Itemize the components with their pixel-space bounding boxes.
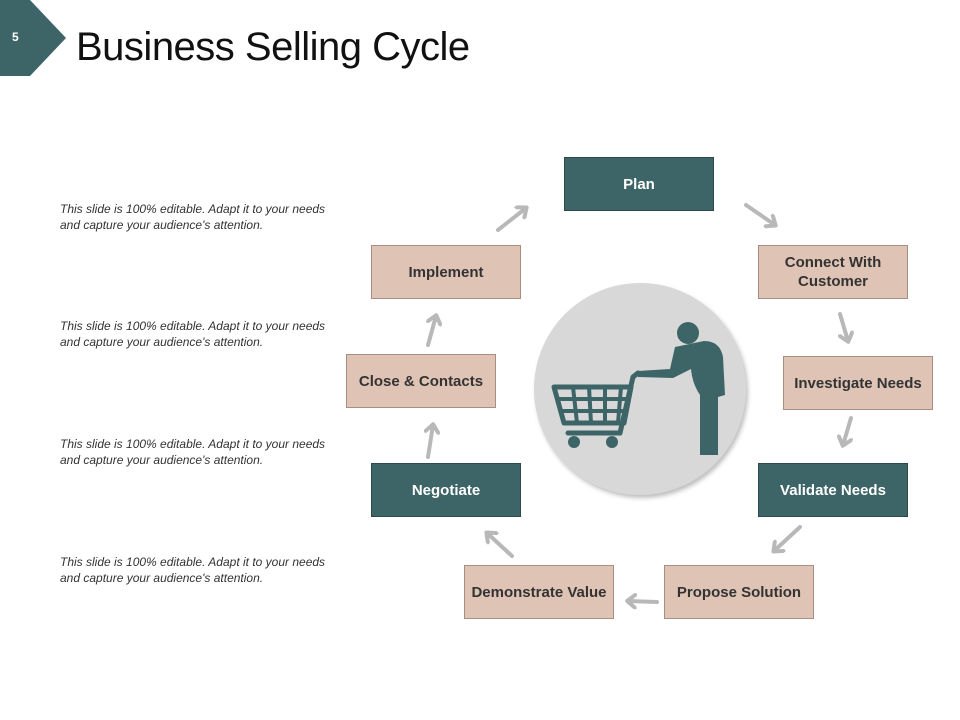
center-circle [534,283,746,495]
step-plan: Plan [564,157,714,211]
arrow-plan-to-connect [744,203,775,225]
arrow-close-to-implement [428,316,436,347]
arrow-implement-to-plan [496,208,526,232]
step-implement: Implement [371,245,521,299]
arrow-validate-to-propose [774,525,802,551]
arrow-negotiate-to-close [428,425,433,459]
arrow-investigate-to-validate [843,416,851,445]
slide-number: 5 [12,30,19,44]
arrow-demonstrate-to-negotiate [487,533,514,558]
step-connect-with-customer: Connect With Customer [758,245,908,299]
step-close-and-contacts: Close & Contacts [346,354,496,408]
step-propose-solution: Propose Solution [664,565,814,619]
step-demonstrate-value: Demonstrate Value [464,565,614,619]
arrow-connect-to-investigate [840,312,848,341]
page-title: Business Selling Cycle [76,25,470,69]
note-text-2: This slide is 100% editable. Adapt it to… [60,319,326,349]
note-text-3: This slide is 100% editable. Adapt it to… [60,437,326,467]
arrow-propose-to-demonstrate [628,601,659,602]
shopping-cart-person-icon [551,322,725,455]
step-investigate-needs: Investigate Needs [783,356,933,410]
note-text-1: This slide is 100% editable. Adapt it to… [60,202,326,232]
step-negotiate: Negotiate [371,463,521,517]
slide-number-badge: 5 [0,0,66,76]
note-text-4: This slide is 100% editable. Adapt it to… [60,555,326,585]
step-validate-needs: Validate Needs [758,463,908,517]
